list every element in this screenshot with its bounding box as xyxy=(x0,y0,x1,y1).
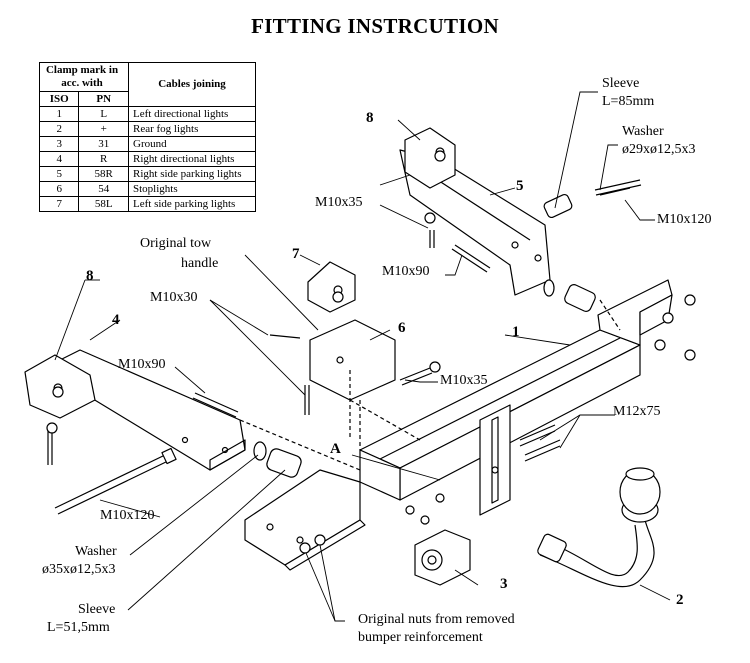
desc-cell: Right side parking lights xyxy=(128,166,256,182)
m10x30-label: M10x30 xyxy=(150,290,198,305)
tow-ball xyxy=(537,467,661,588)
part-number-4: 4 xyxy=(112,312,120,328)
original-tow-label: Original tow xyxy=(140,236,212,251)
iso-cell: 7 xyxy=(38,196,80,212)
sleeve-left-length-label: L=51,5mm xyxy=(47,620,110,635)
hitch-bracket xyxy=(479,404,511,516)
clamp-header: Clamp mark in acc. with xyxy=(39,62,129,92)
bolts xyxy=(47,179,642,515)
part-number-8-top: 8 xyxy=(366,110,374,126)
m10x35-mid-label: M10x35 xyxy=(440,373,488,388)
part-number-2: 2 xyxy=(676,592,684,608)
washer-left-dim-label: ø35xø12,5x3 xyxy=(42,562,116,577)
m12x75-label: M12x75 xyxy=(613,404,661,419)
left-bracket xyxy=(24,354,96,419)
desc-cell: Stoplights xyxy=(128,181,256,197)
pn-header: PN xyxy=(78,91,129,107)
m10x35-top-label: M10x35 xyxy=(315,195,363,210)
cable-table: Clamp mark in acc. with Cables joining I… xyxy=(38,62,256,212)
sleeve-left-label: Sleeve xyxy=(78,602,116,617)
socket-plate xyxy=(414,529,471,586)
sleeves xyxy=(266,193,596,478)
desc-cell: Left side parking lights xyxy=(128,196,256,212)
right-side-arm xyxy=(399,149,551,296)
upper-plate-bracket xyxy=(307,261,356,313)
cables-header: Cables joining xyxy=(128,62,256,107)
part-number-5: 5 xyxy=(516,178,524,194)
point-a-label: A xyxy=(330,441,341,457)
m10x90-top-label: M10x90 xyxy=(382,264,430,279)
sleeve-top-label: Sleeve xyxy=(602,76,640,91)
original-nuts-label: Original nuts from removed xyxy=(358,612,515,627)
plate-bracket xyxy=(309,319,396,401)
desc-cell: Right directional lights xyxy=(128,151,256,167)
top-bracket xyxy=(404,127,456,189)
washer-left-label: Washer xyxy=(75,544,117,559)
washers xyxy=(253,279,555,461)
nuts xyxy=(46,150,696,554)
m10x90-left-label: M10x90 xyxy=(118,357,166,372)
m10x120-left-label: M10x120 xyxy=(100,508,155,523)
iso-cell: 4 xyxy=(38,151,80,167)
washer-top-label: Washer xyxy=(622,124,664,139)
sleeve-top-length-label: L=85mm xyxy=(602,94,655,109)
original-tow-label-2: handle xyxy=(181,256,219,271)
page-title: FITTING INSTRCUTION xyxy=(251,14,499,38)
leader-lines xyxy=(54,91,671,622)
part-number-6: 6 xyxy=(398,320,406,336)
washer-top-dim-label: ø29xø12,5x3 xyxy=(622,142,696,157)
m10x120-right-label: M10x120 xyxy=(657,212,712,227)
part-number-3: 3 xyxy=(500,576,508,592)
assembly-lines xyxy=(239,299,621,471)
left-end-plate xyxy=(244,469,366,571)
part-number-8-left: 8 xyxy=(86,268,94,284)
pn-cell: 58R xyxy=(78,166,129,182)
part-number-7: 7 xyxy=(292,246,300,262)
part-number-1: 1 xyxy=(512,324,520,340)
original-nuts-label-2: bumper reinforcement xyxy=(358,630,483,645)
